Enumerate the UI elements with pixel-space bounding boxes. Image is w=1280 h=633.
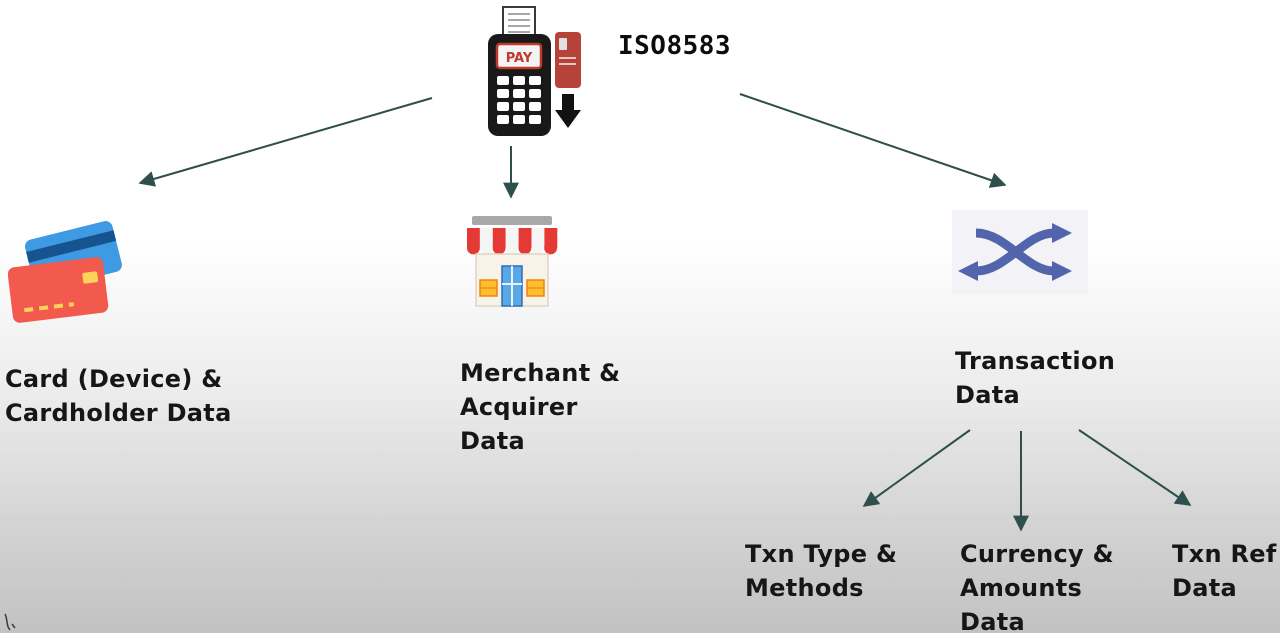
txn-ref-data-label: Txn Ref Data [1172, 540, 1277, 602]
credit-cards-icon [7, 220, 128, 328]
root-label-iso8583: ISO8583 [618, 31, 732, 61]
arrow-transaction-to-txn-type [862, 429, 971, 507]
transaction-node-label: Transaction Data [955, 347, 1116, 409]
pos-terminal-icon: PAY [487, 6, 587, 142]
inserted-card-icon [555, 32, 581, 88]
terminal-screen-text: PAY [506, 51, 533, 66]
stray-pen-mark [4, 613, 16, 631]
arrow-root-to-card [138, 97, 433, 187]
insert-arrow-icon [555, 94, 581, 128]
card-node-label: Card (Device) & Cardholder Data [5, 365, 232, 427]
currency-amounts-label: Currency & Amounts Data [960, 540, 1114, 633]
awning [467, 228, 558, 255]
merchant-node-label: Merchant & Acquirer Data [460, 359, 621, 455]
terminal-keypad [497, 76, 541, 124]
arrow-root-to-transaction [739, 93, 1007, 188]
arrow-transaction-to-txn-ref [1078, 429, 1192, 506]
shuffle-arrows-icon [952, 210, 1088, 298]
storefront-icon [464, 216, 560, 316]
txn-type-methods-label: Txn Type & Methods [745, 540, 898, 602]
